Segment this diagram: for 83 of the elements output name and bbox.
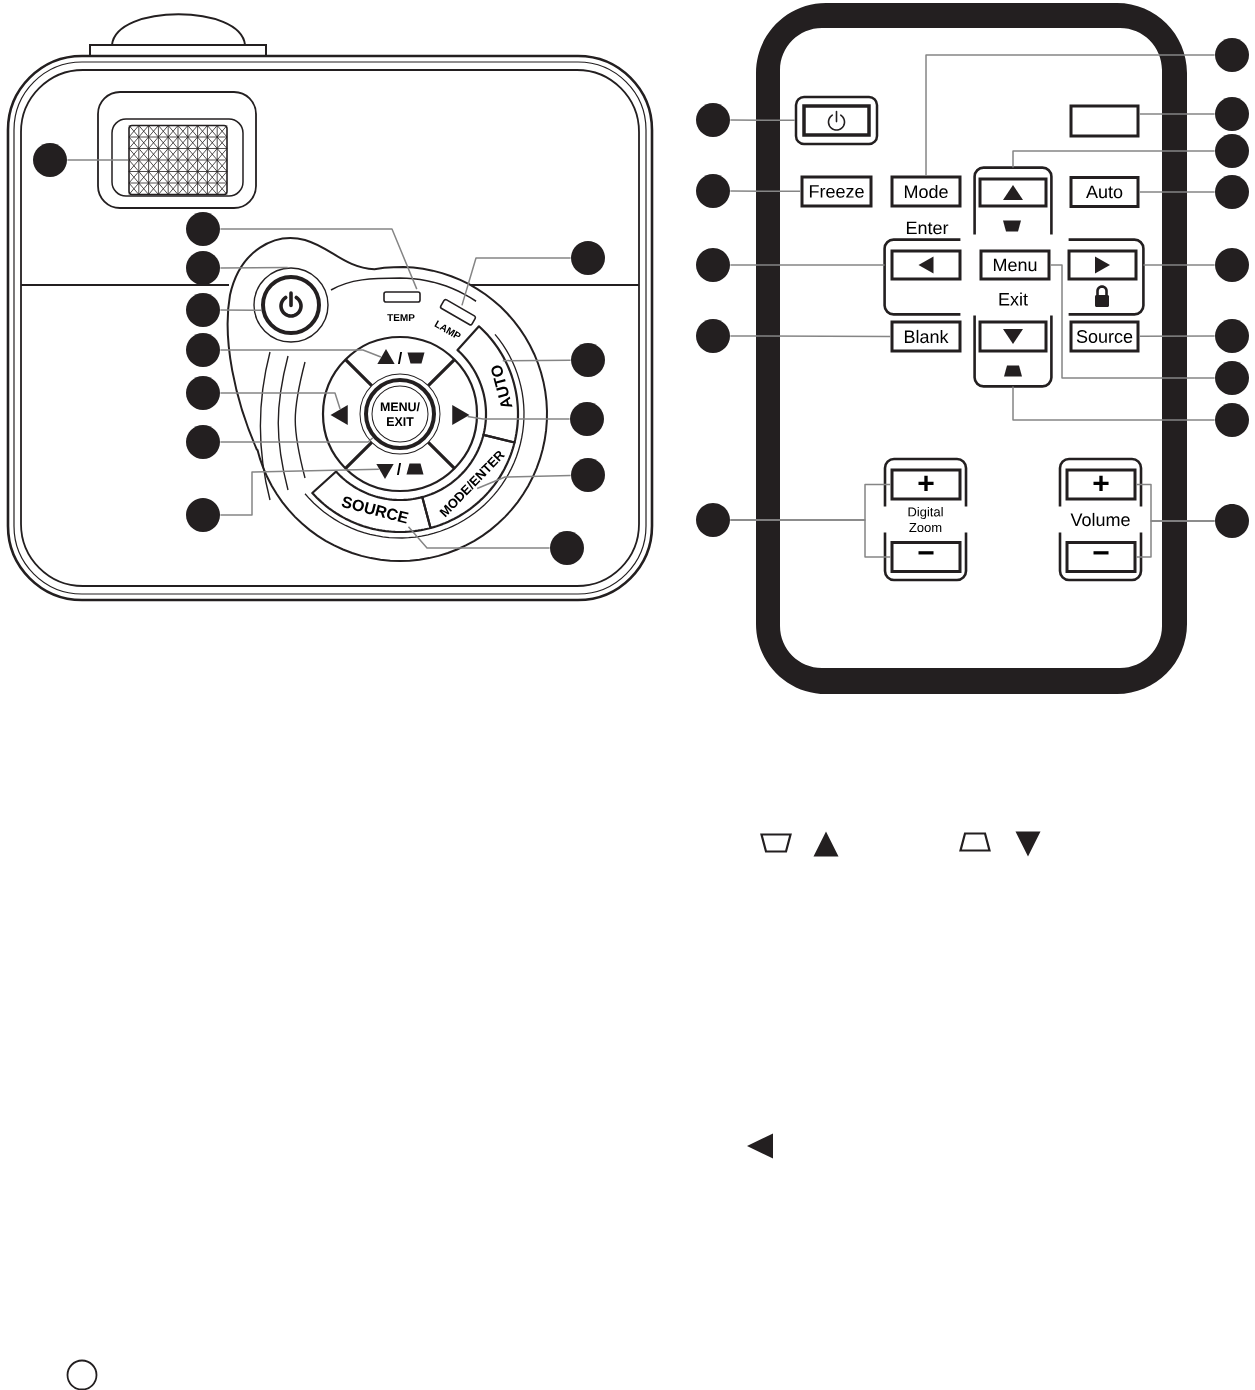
leader-line [729,119,796,122]
triangle-icon [377,349,395,364]
callout-dot [186,251,220,285]
indicator-ring [253,267,329,343]
leader-line [502,359,572,362]
plus-button: + [890,468,962,501]
leader-line [729,190,802,193]
callout-dot [1215,175,1249,209]
leader-line [729,264,886,266]
callout-dot [696,503,730,537]
callout-dot [1215,361,1249,395]
leader-line [219,228,418,290]
callout-dot [186,425,220,459]
power-button [794,95,879,146]
leader-line [219,468,380,516]
remote-button: Menu [979,249,1051,281]
leader-line [407,526,551,549]
leader-line [1049,264,1216,379]
minus-button: − [1065,541,1137,573]
leader-line [1138,335,1216,338]
leader-line [1138,191,1216,193]
button-caption: Exit [999,292,1028,306]
callout-dot [1215,97,1249,131]
leader-line [66,159,129,161]
triangle-icon [376,464,394,479]
indicator-light: TEMP [383,291,421,321]
callout-dot [1215,38,1249,72]
callout-dot [1215,248,1249,282]
callout-dot [571,241,605,275]
triangle-icon [330,405,348,425]
leader-line [1142,264,1216,266]
leader-line [219,349,382,358]
leader-line [219,309,263,311]
arrow-button [973,166,1053,235]
callout-dot [696,319,730,353]
callout-dot [186,212,220,246]
leader-line [219,392,341,410]
leader-line [1138,113,1216,115]
minus-button: − [890,541,962,573]
node-label: TEMP [387,314,415,321]
menu-button: MENU/ EXIT [364,378,436,450]
leader-line [1135,520,1216,558]
button-caption: Enter [906,221,949,235]
remote-button: Blank [890,320,962,353]
callout-dot [571,343,605,377]
remote-button: Source [1069,320,1140,353]
callout-dot [1215,134,1249,168]
callout-dot [186,293,220,327]
arrow-button [1067,238,1145,316]
grille [128,124,228,196]
callout-dot [1215,319,1249,353]
remote-button: Auto [1069,176,1140,208]
callout-dot [696,248,730,282]
callout-dot [696,174,730,208]
callout-dot [186,498,220,532]
leader-line [729,335,892,338]
callout-dot [1215,504,1249,538]
callout-dot [186,333,220,367]
leader-line [219,266,289,269]
callout-dot [571,458,605,492]
callout-dot [186,376,220,410]
leader-line [219,436,374,443]
callout-dot [1215,403,1249,437]
leader-line [476,474,572,490]
remote-button: Freeze [800,175,873,208]
leader-line [466,415,571,420]
leader-line [1012,385,1216,421]
arrow-button [883,238,962,316]
callout-dot [550,531,584,565]
arrow-button [973,315,1053,388]
leader-line [925,54,1216,177]
callout-dot [696,103,730,137]
leader-line [1012,150,1216,169]
leader-line [729,519,892,558]
callout-dot [570,402,604,436]
leader-line [461,257,572,307]
plus-button: + [1065,468,1137,501]
slash-label: / [397,352,403,364]
remote-button [1069,104,1140,138]
remote-button: Mode [890,175,962,208]
triangle-icon [452,405,470,425]
power-button [261,275,321,335]
callout-dot [33,143,67,177]
